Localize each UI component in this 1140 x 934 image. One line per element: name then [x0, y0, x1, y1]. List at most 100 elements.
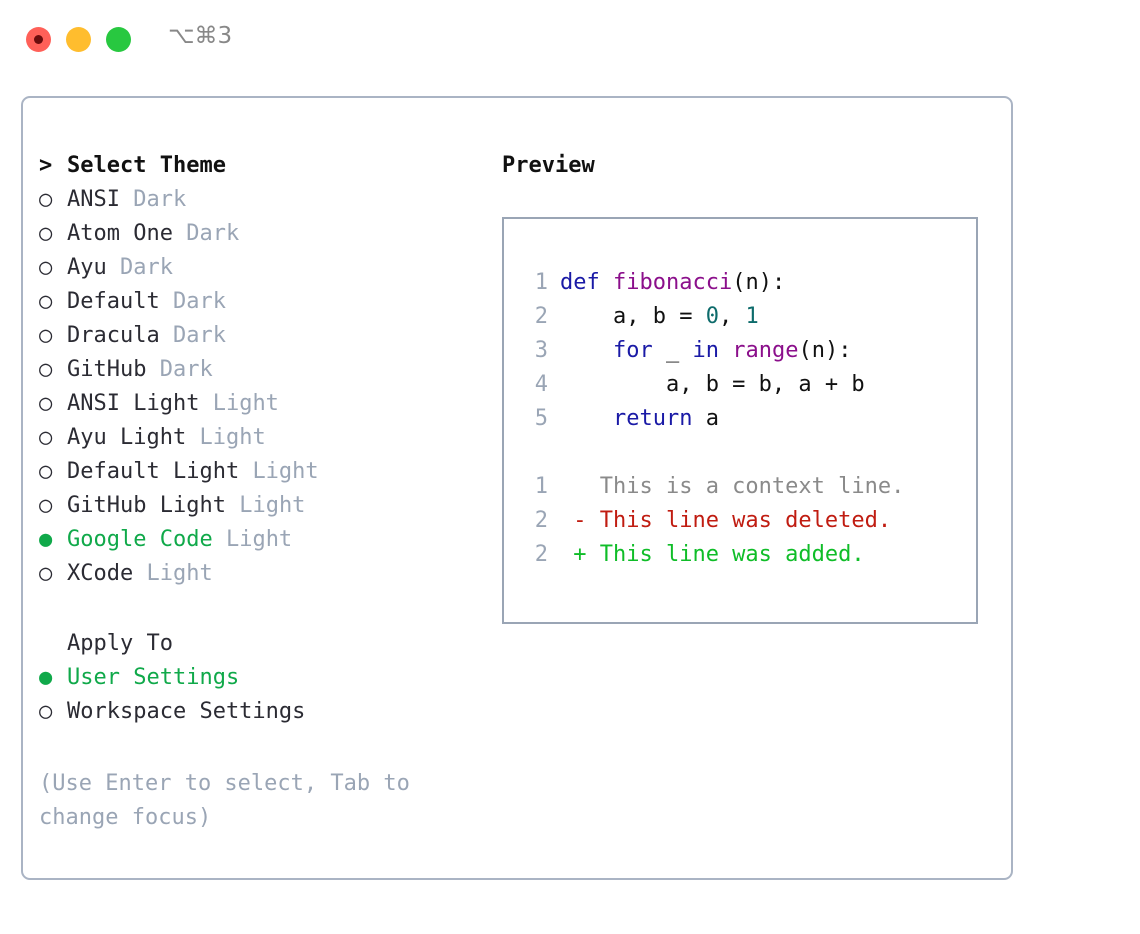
- theme-option-tag: Dark: [159, 357, 213, 382]
- theme-option-tag: Light: [239, 493, 306, 518]
- code-line: 3 for _ in range(n):: [522, 334, 865, 368]
- apply-to-option[interactable]: ● User Settings: [39, 661, 479, 695]
- theme-option-label: Dracula: [67, 323, 160, 348]
- radio-unselected-icon: ○: [39, 425, 53, 450]
- theme-option-label: Ayu: [67, 255, 107, 280]
- select-theme-header: > Select Theme: [39, 149, 479, 183]
- line-number: 3: [534, 338, 548, 363]
- theme-option-label: GitHub: [67, 357, 147, 382]
- spacer-icon: [39, 627, 67, 661]
- diff-line: 2 - This line was deleted.: [522, 504, 904, 538]
- code-token: [719, 338, 732, 363]
- theme-option-tag: Dark: [186, 221, 240, 246]
- radio-selected-icon: ●: [39, 527, 53, 552]
- radio-unselected-icon: ○: [39, 391, 53, 416]
- theme-option-label: ANSI Light: [67, 391, 200, 416]
- select-theme-header-label: Select Theme: [67, 153, 226, 178]
- keyboard-shortcut-label: ⌥⌘3: [168, 23, 233, 49]
- theme-option-tag: Dark: [133, 187, 187, 212]
- line-number: 1: [534, 270, 548, 295]
- radio-unselected-icon: ○: [39, 561, 53, 586]
- theme-option-tag: Light: [199, 425, 266, 450]
- preview-header: Preview: [502, 153, 595, 178]
- diff-line: 2 + This line was added.: [522, 538, 904, 572]
- radio-selected-icon: ●: [39, 665, 53, 690]
- radio-unselected-icon: ○: [39, 221, 53, 246]
- radio-unselected-icon: ○: [39, 255, 53, 280]
- theme-option-tag: Light: [225, 527, 293, 552]
- line-number: 2: [534, 542, 548, 567]
- theme-option[interactable]: ○ GitHub Light Light: [39, 489, 479, 523]
- theme-option[interactable]: ○ GitHub Dark: [39, 353, 479, 387]
- maximize-window-button[interactable]: [106, 27, 131, 52]
- code-token: 1: [745, 304, 759, 329]
- code-token: _: [652, 338, 693, 363]
- theme-option[interactable]: ○Default Light Light: [39, 455, 479, 489]
- main-panel: >Select Theme ○ANSI Dark○Atom One Dark○A…: [21, 96, 1013, 880]
- code-token: def: [560, 270, 613, 295]
- theme-option-tag: Light: [212, 391, 279, 416]
- radio-unselected-icon: ○: [39, 459, 53, 484]
- theme-option[interactable]: ○Dracula Dark: [39, 319, 479, 353]
- radio-unselected-icon: ○: [39, 493, 53, 518]
- theme-option[interactable]: ○ Ayu Dark: [39, 251, 479, 285]
- theme-option[interactable]: ○ANSI Dark: [39, 183, 479, 217]
- diff-line: 1 This is a context line.: [522, 470, 905, 504]
- apply-to-section: Apply To ● User Settings ○ Workspace Settin…: [39, 627, 479, 729]
- keyboard-hint-text: (Use Enter to select, Tab to change focu…: [39, 771, 410, 830]
- theme-option[interactable]: ○ Atom One Dark: [39, 217, 479, 251]
- theme-option-tag: Dark: [120, 255, 173, 280]
- theme-option-tag: Light: [146, 561, 213, 586]
- theme-option-tag: Light: [252, 459, 319, 484]
- radio-unselected-icon: ○: [39, 357, 53, 382]
- diff-sample: 1 This is a context line.2 - This line w…: [522, 470, 905, 572]
- apply-to-option-label: Workspace Settings: [67, 699, 306, 724]
- radio-unselected-icon: ○: [39, 289, 53, 314]
- theme-option-label: Google Code: [67, 527, 213, 552]
- theme-option-tag: Dark: [172, 289, 226, 314]
- line-number: 2: [534, 304, 548, 329]
- apply-to-header-label: Apply To: [67, 631, 173, 656]
- code-token: fibonacci: [612, 270, 733, 295]
- theme-option[interactable]: ○ ANSI Light Light: [39, 387, 479, 421]
- theme-option[interactable]: ● Google Code Light: [39, 523, 479, 557]
- code-token: a, b =: [560, 304, 706, 329]
- code-token: 0: [705, 304, 719, 329]
- code-token: a, b = b, a + b: [560, 372, 865, 397]
- minimize-window-button[interactable]: [66, 27, 91, 52]
- code-token: a: [692, 406, 719, 431]
- apply-to-option[interactable]: ○ Workspace Settings: [39, 695, 479, 729]
- code-token: for: [560, 338, 653, 363]
- code-token: return: [560, 406, 693, 431]
- theme-option-label: Atom One: [67, 221, 173, 246]
- code-line: 4 a, b = b, a + b: [522, 368, 865, 402]
- theme-list: ○ANSI Dark○Atom One Dark○Ayu Dark○Defaul…: [39, 183, 479, 591]
- apply-to-option-label: User Settings: [67, 665, 240, 690]
- code-token: in: [692, 338, 719, 363]
- theme-option[interactable]: ○Ayu Light Light: [39, 421, 479, 455]
- code-token: (n):: [798, 338, 852, 363]
- theme-option-label: GitHub Light: [67, 493, 226, 518]
- caret-icon: >: [39, 153, 53, 178]
- recording-indicator-icon: [34, 35, 43, 44]
- radio-unselected-icon: ○: [39, 323, 53, 348]
- code-line: 2 a, b = 0, 1: [522, 300, 865, 334]
- theme-option-label: Default: [67, 289, 160, 314]
- diff-line-text: - This line was deleted.: [560, 508, 892, 533]
- apply-to-header: Apply To: [39, 627, 479, 661]
- code-token: (n):: [732, 270, 786, 295]
- theme-option[interactable]: ○ XCode Light: [39, 557, 479, 591]
- theme-option-label: XCode: [67, 561, 134, 586]
- theme-option[interactable]: ○ Default Dark: [39, 285, 479, 319]
- code-line: 5 return a: [522, 402, 865, 436]
- theme-picker-column: >Select Theme ○ANSI Dark○Atom One Dark○A…: [39, 149, 479, 835]
- title-bar: ⌥⌘3: [0, 0, 1140, 78]
- apply-to-list: ● User Settings ○ Workspace Settings: [39, 661, 479, 729]
- line-number: 1: [534, 474, 548, 499]
- radio-unselected-icon: ○: [39, 699, 53, 724]
- theme-option-label: ANSI: [67, 187, 120, 212]
